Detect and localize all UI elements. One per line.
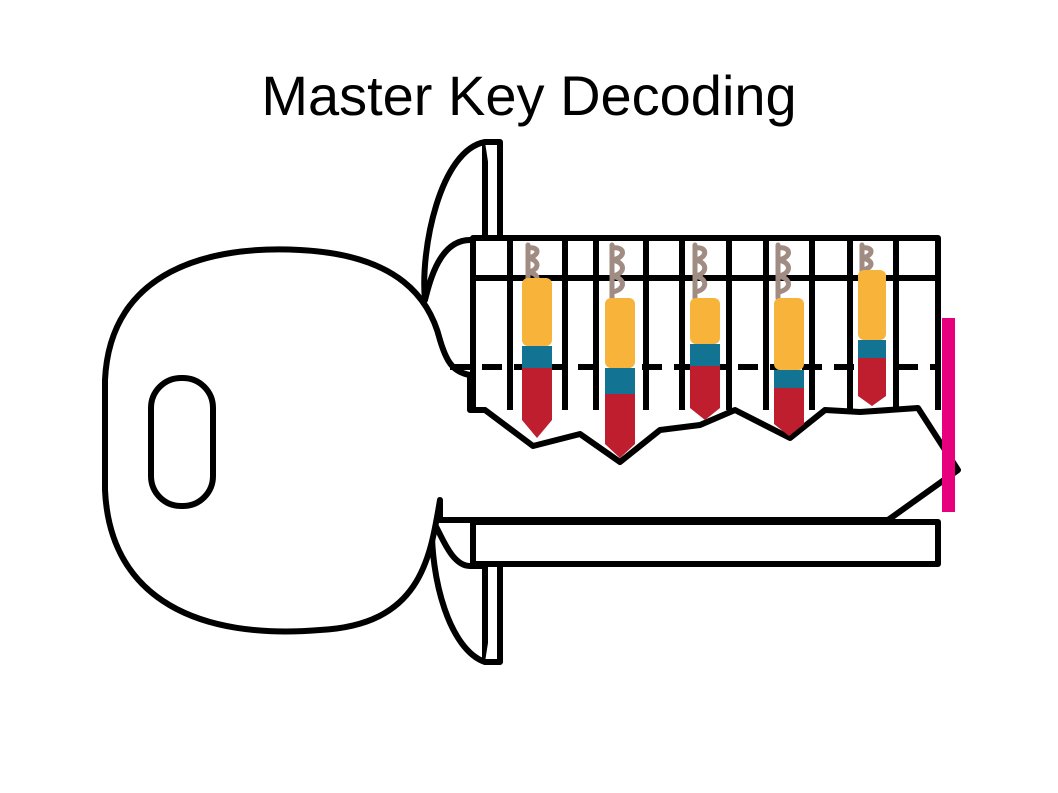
key-pin	[774, 388, 804, 436]
master-wafer	[522, 346, 552, 368]
driver-pin	[605, 298, 635, 368]
key-bow	[102, 246, 961, 635]
flange-cap-top	[485, 139, 503, 240]
slide-title: Master Key Decoding	[261, 64, 797, 127]
spring	[775, 242, 791, 301]
master-wafer	[774, 370, 804, 388]
key	[102, 246, 961, 635]
springs	[525, 242, 874, 303]
driver-pin	[522, 278, 552, 346]
driver-pin	[858, 270, 886, 340]
key-hole	[148, 375, 216, 509]
spring	[609, 242, 625, 303]
pin-stack-5	[858, 270, 886, 406]
pin-stack-1	[522, 278, 552, 438]
pin-stack-3	[690, 298, 720, 420]
spring	[859, 242, 874, 275]
driver-pin	[774, 298, 804, 370]
pin-stack-4	[774, 298, 804, 436]
key-pin	[690, 366, 720, 420]
flange-cap-bottom	[485, 566, 503, 665]
key-stop-bar	[942, 318, 955, 512]
spring	[692, 242, 708, 301]
master-wafer	[690, 344, 720, 366]
lock-cylinder-housing	[421, 139, 941, 665]
key-pin	[858, 358, 886, 406]
driver-pin	[690, 298, 720, 344]
key-pin	[605, 394, 635, 458]
master-wafer	[605, 368, 635, 394]
pin-stack-2	[605, 298, 635, 458]
top-flange	[421, 139, 488, 303]
master-wafer	[858, 340, 886, 358]
housing-bottom-bar	[470, 519, 941, 567]
key-pin	[522, 368, 552, 438]
